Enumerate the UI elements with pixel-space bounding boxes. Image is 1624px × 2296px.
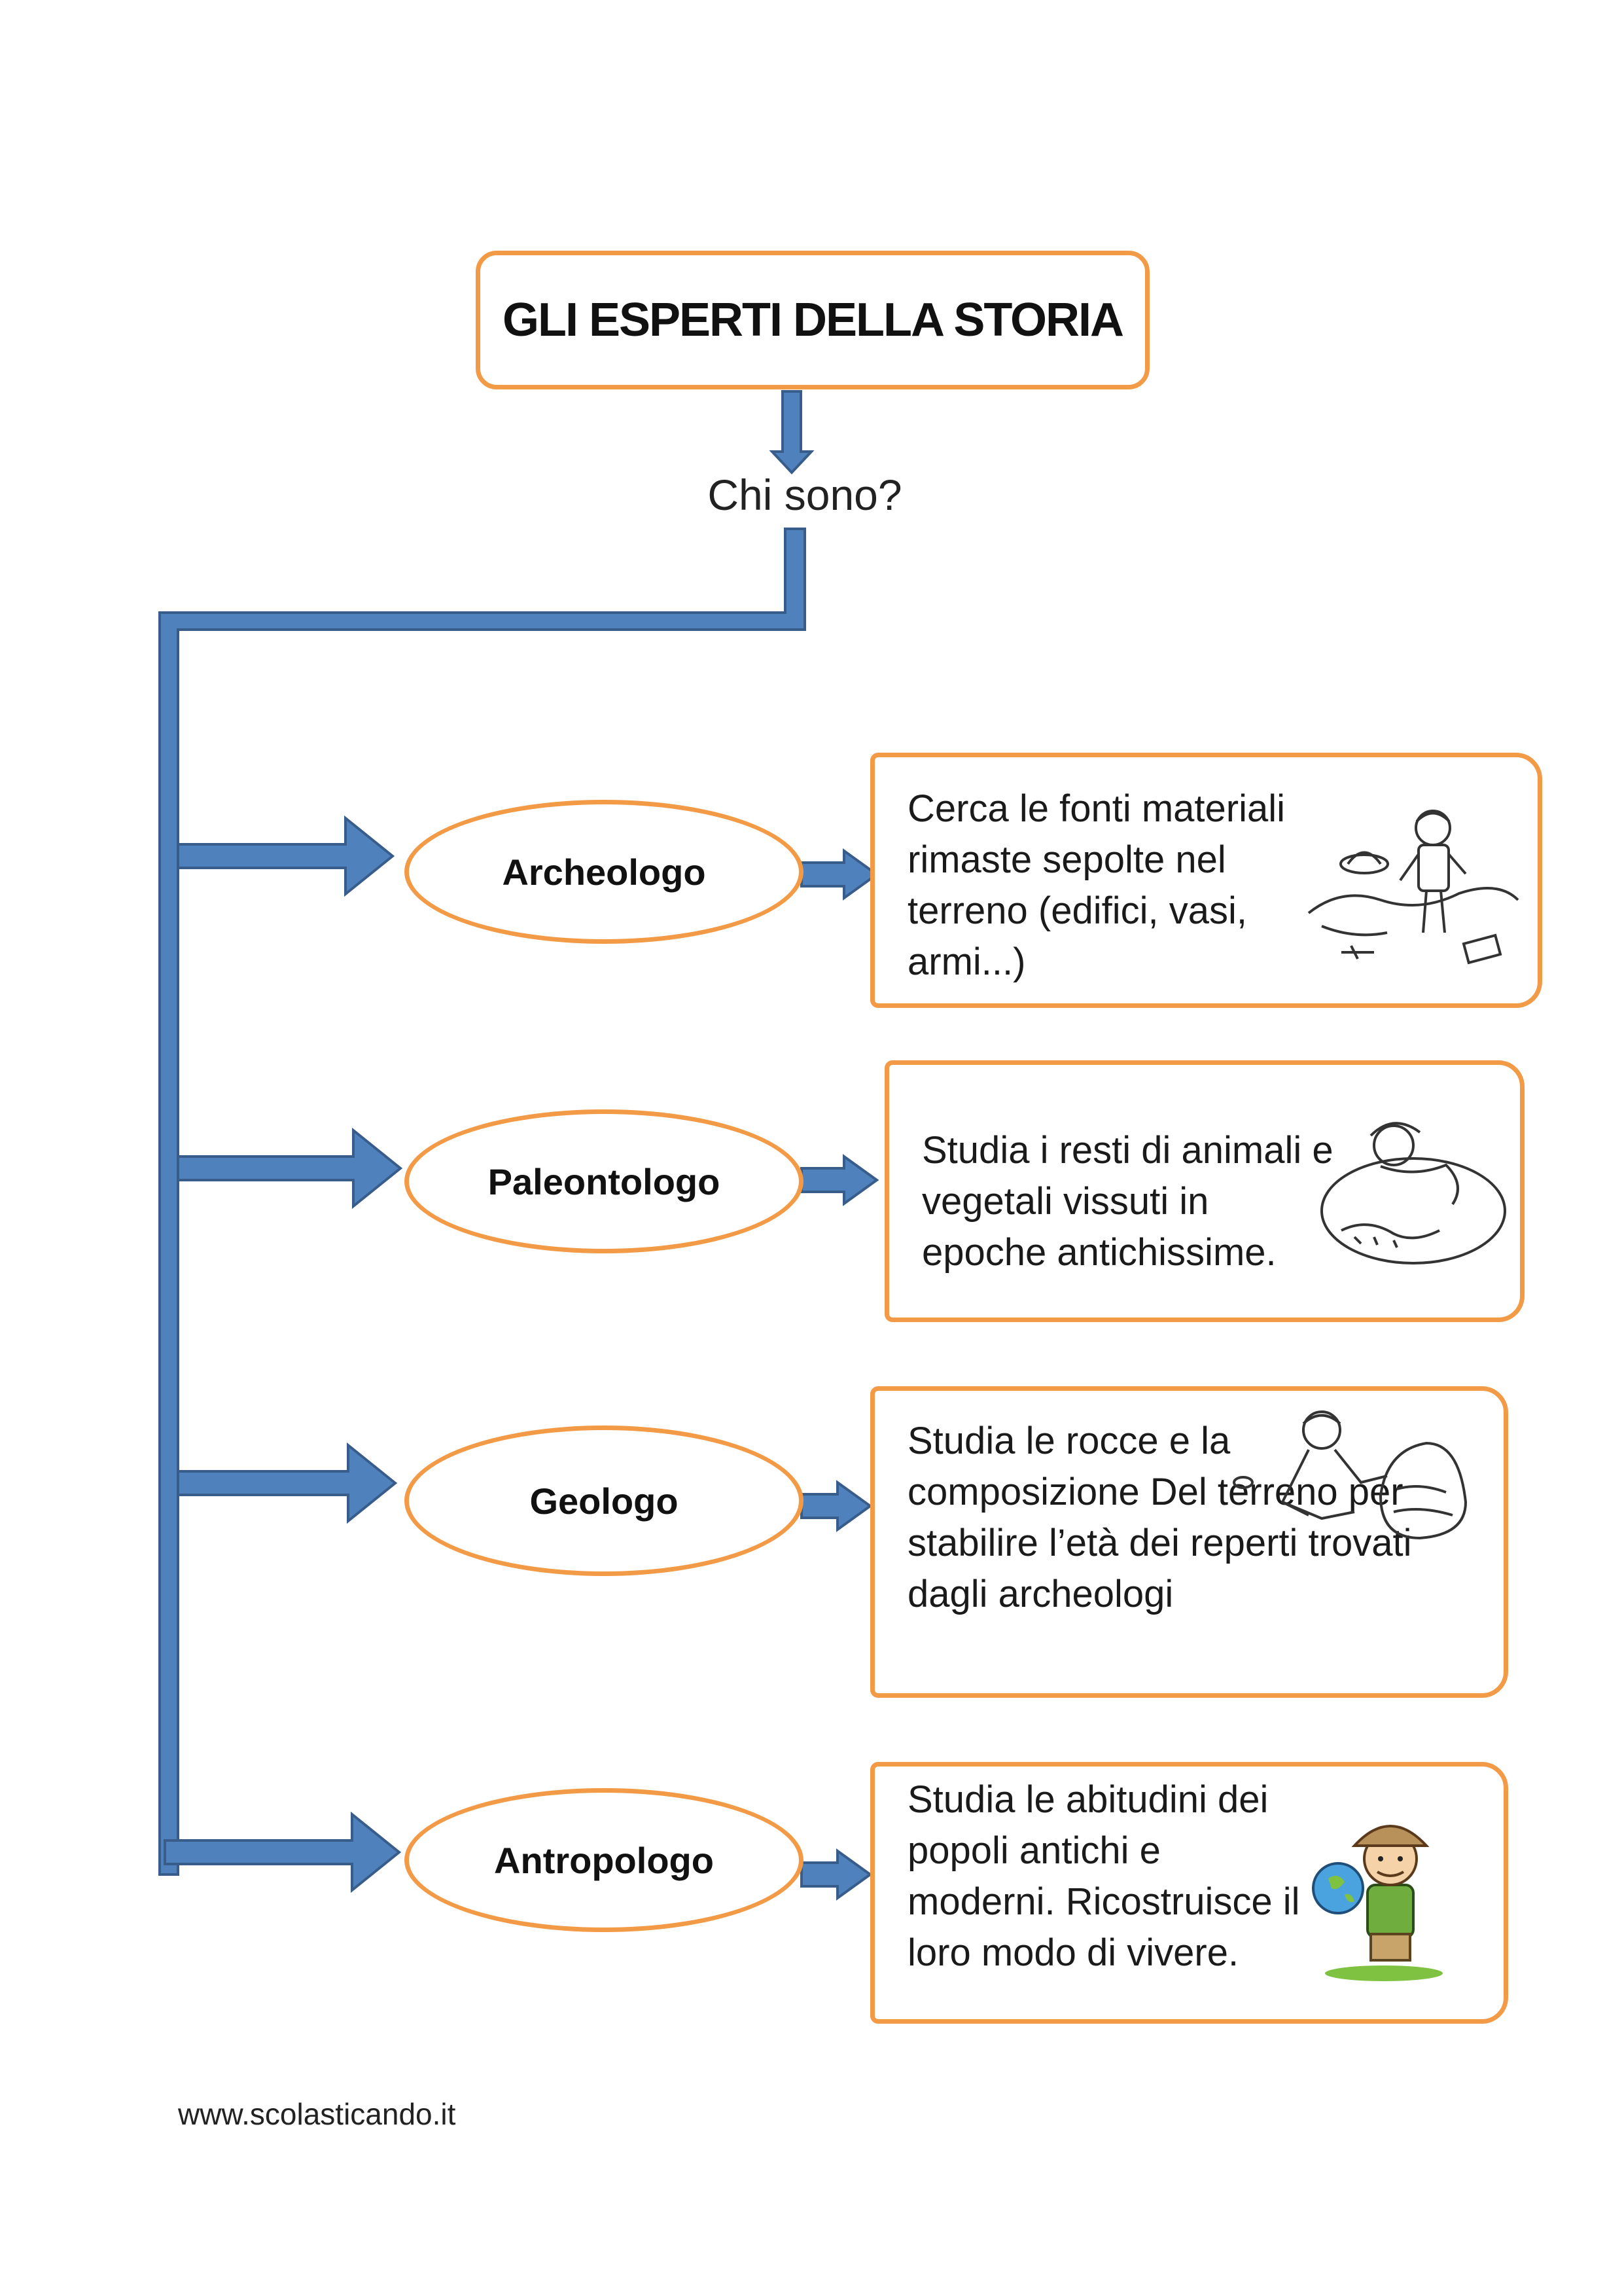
archaeologist-digging-icon [1307, 810, 1519, 965]
node-paleontologo: Paleontologo [404, 1109, 803, 1253]
node-label: Paleontologo [487, 1160, 720, 1202]
desc-text: Studia le abitudini dei popoli antichi e… [908, 1778, 1300, 1974]
arrow-title-to-question [769, 390, 815, 475]
node-label: Geologo [529, 1480, 679, 1522]
node-label: Archeologo [502, 851, 706, 893]
desc-text: Studia i resti di animali e vegetali vis… [922, 1129, 1333, 1274]
explorer-globe-icon [1312, 1825, 1443, 1981]
diagram-title: GLI ESPERTI DELLA STORIA [502, 294, 1124, 346]
geologist-rock-icon [1233, 1410, 1468, 1540]
node-geologo: Geologo [404, 1426, 803, 1576]
desc-box-antropologo: Studia le abitudini dei popoli antichi e… [870, 1762, 1508, 2024]
branch-arrow-paleontologo [177, 1127, 403, 1210]
footer-url: www.scolasticando.it [178, 2097, 456, 2131]
desc-box-paleontologo: Studia i resti di animali e vegetali vis… [885, 1060, 1525, 1322]
short-arrow-archeologo [800, 848, 879, 901]
node-label: Antropologo [494, 1839, 714, 1881]
desc-box-archeologo: Cerca le fonti materiali rimaste sepolte… [870, 753, 1542, 1008]
short-arrow-geologo [800, 1480, 873, 1532]
connector-question-to-trunk [158, 528, 806, 1876]
node-antropologo: Antropologo [404, 1788, 803, 1932]
title-box: GLI ESPERTI DELLA STORIA [476, 251, 1150, 389]
node-archeologo: Archeologo [404, 800, 803, 944]
desc-text: Cerca le fonti materiali rimaste sepolte… [908, 787, 1285, 983]
paleontologist-fossil-icon [1320, 1122, 1506, 1265]
branch-arrow-geologo [177, 1442, 398, 1524]
branch-arrow-archeologo [177, 815, 395, 897]
short-arrow-antropologo [800, 1848, 873, 1901]
desc-box-geologo: Studia le rocce e la composizione Del te… [870, 1386, 1508, 1698]
short-arrow-paleontologo [800, 1154, 879, 1206]
branch-arrow-antropologo [164, 1811, 402, 1893]
desc-text: Studia le rocce e la composizione Del te… [908, 1420, 1412, 1615]
question-label: Chi sono? [707, 471, 902, 519]
